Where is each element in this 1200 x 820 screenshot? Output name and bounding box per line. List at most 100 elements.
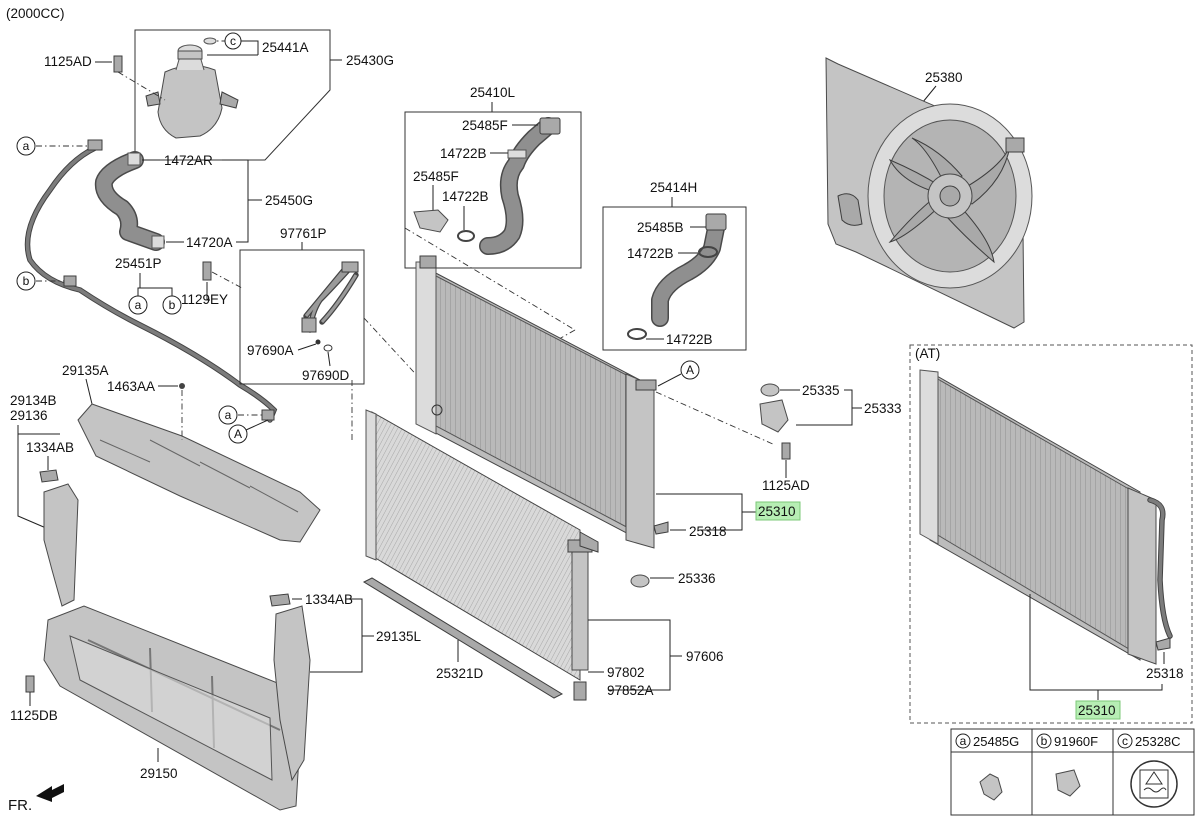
air-guide-ribs bbox=[99, 439, 299, 513]
lead-29135L-bracket bbox=[310, 598, 363, 673]
callout-29135L: 29135L bbox=[376, 629, 422, 644]
lead-25451P-stem bbox=[138, 273, 141, 289]
clamp-14722B-4 bbox=[627, 328, 647, 340]
legend-marker-b bbox=[1036, 733, 1052, 749]
hose-fitting-25485F-top bbox=[539, 117, 561, 135]
legend-part-c: 25328C bbox=[1135, 734, 1181, 749]
air-guide-29135L bbox=[273, 605, 311, 782]
clip-a-3 bbox=[261, 409, 275, 421]
reservoir-frame bbox=[134, 29, 331, 161]
radiator-outlet bbox=[635, 379, 657, 391]
svg-text:A: A bbox=[686, 363, 694, 377]
marker-a-3 bbox=[218, 405, 238, 425]
wiring-frame bbox=[239, 249, 365, 385]
callout-97690A: 97690A bbox=[247, 343, 294, 358]
lead-97606-bracket bbox=[588, 619, 671, 691]
harness-pin bbox=[315, 339, 321, 345]
svg-text:A: A bbox=[234, 427, 242, 441]
lead-25450G-bracket bbox=[222, 159, 249, 243]
callout-97802: 97802 bbox=[607, 665, 645, 680]
callout-25380: 25380 bbox=[925, 70, 963, 85]
at-oil-cooler-line bbox=[1148, 498, 1172, 638]
callout-1125DB: 1125DB bbox=[10, 708, 58, 723]
upper-hose-group: 25410L 25485F 14722B 25485F 14722B bbox=[404, 85, 582, 409]
callout-14720A: 14720A bbox=[186, 235, 233, 250]
bolt-1129EY-leader bbox=[211, 271, 243, 289]
lower-hose-frame bbox=[602, 206, 747, 351]
air-guide-29135A bbox=[77, 403, 321, 543]
insulator-25335 bbox=[760, 383, 780, 397]
lead-25441A bbox=[241, 40, 259, 48]
lead-25451P-bracket bbox=[137, 287, 173, 296]
callout-25430G: 25430G bbox=[346, 53, 394, 68]
callout-1463AA: 1463AA bbox=[107, 379, 155, 394]
harness-grommet bbox=[323, 344, 333, 352]
callout-1334AB-1: 1334AB bbox=[26, 440, 74, 455]
legend-part-b: 91960F bbox=[1054, 734, 1098, 749]
marker-b-2 bbox=[162, 295, 182, 315]
callout-25450G: 25450G bbox=[265, 193, 313, 208]
callout-25333: 25333 bbox=[864, 401, 902, 416]
at-radiator-core bbox=[935, 377, 1135, 653]
clip-1334AB-2 bbox=[269, 593, 291, 607]
receiver-drier-97802 bbox=[571, 551, 589, 671]
highlight-25310-at bbox=[1075, 700, 1121, 720]
callout-1334AB-2: 1334AB bbox=[305, 592, 353, 607]
front-direction-indicator: FR. bbox=[8, 784, 64, 814]
fan-shroud-group: 25380 bbox=[825, 57, 1033, 329]
bolt-1125DB bbox=[25, 675, 35, 693]
callout-1125AD-mid: 1125AD bbox=[762, 478, 810, 493]
lead-97690D bbox=[327, 351, 331, 367]
callout-29150: 29150 bbox=[140, 766, 178, 781]
condenser-bracket bbox=[579, 531, 599, 553]
svg-text:b: b bbox=[23, 274, 30, 288]
callout-25310-at: 25310 bbox=[1078, 703, 1116, 718]
at-label: (AT) bbox=[915, 346, 940, 361]
callout-1125AD-top: 1125AD bbox=[44, 54, 92, 69]
callout-25318: 25318 bbox=[689, 524, 727, 539]
legend-part-a: 25485G bbox=[973, 734, 1019, 749]
condenser-header-left bbox=[365, 409, 377, 561]
engine-label: (2000CC) bbox=[6, 6, 65, 21]
at-radiator-tank-left bbox=[919, 369, 939, 545]
at-variant-group: (AT) 25318 25310 bbox=[909, 344, 1193, 724]
legend-letter-a: a bbox=[960, 734, 967, 748]
clip-1463AA bbox=[179, 383, 185, 389]
callout-97690D: 97690D bbox=[302, 368, 350, 383]
marker-a-2 bbox=[128, 295, 148, 315]
bolt-1129EY bbox=[202, 261, 212, 281]
callout-25414H: 25414H bbox=[650, 180, 697, 195]
hose-fitting-25485B bbox=[705, 213, 727, 231]
air-guide-29150-opening bbox=[69, 635, 273, 781]
hose-fitting-25485F-bottom bbox=[413, 209, 449, 233]
warning-steam-icon bbox=[1143, 787, 1167, 793]
reservoir-hose bbox=[96, 152, 164, 250]
legend-item-c: c 25328C bbox=[1117, 733, 1181, 808]
overflow-pipe bbox=[25, 146, 277, 422]
marker-A-2 bbox=[680, 360, 700, 380]
harness-connector-bottom bbox=[301, 317, 317, 333]
bracket-25333 bbox=[759, 399, 789, 433]
callout-97761P: 97761P bbox=[280, 226, 327, 241]
legend-item-b: b 91960F bbox=[1036, 733, 1098, 797]
legend-letter-b: b bbox=[1041, 734, 1048, 748]
lead-1129EY bbox=[206, 282, 210, 301]
shroud-flap bbox=[837, 193, 863, 226]
lead-29134B bbox=[17, 425, 47, 529]
callout-25485B: 25485B bbox=[637, 220, 684, 235]
hose-clamp-14720A bbox=[151, 235, 165, 249]
svg-text:c: c bbox=[230, 34, 236, 48]
condenser-group: 97606 97802 97852A 25321D bbox=[351, 380, 724, 701]
reservoir-bracket bbox=[219, 91, 239, 109]
at-bracket-25318 bbox=[1155, 637, 1171, 651]
upper-hose-leader bbox=[404, 227, 576, 331]
harness-connector-top bbox=[341, 261, 359, 273]
legend-letter-c: c bbox=[1122, 734, 1128, 748]
bolt-1125AD-mid bbox=[781, 442, 791, 460]
callout-1129EY: 1129EY bbox=[181, 292, 228, 307]
clip-a-1 bbox=[87, 139, 103, 151]
marker-A-1 bbox=[228, 424, 248, 444]
fan-hub-center bbox=[939, 185, 961, 207]
svg-text:b: b bbox=[169, 298, 176, 312]
